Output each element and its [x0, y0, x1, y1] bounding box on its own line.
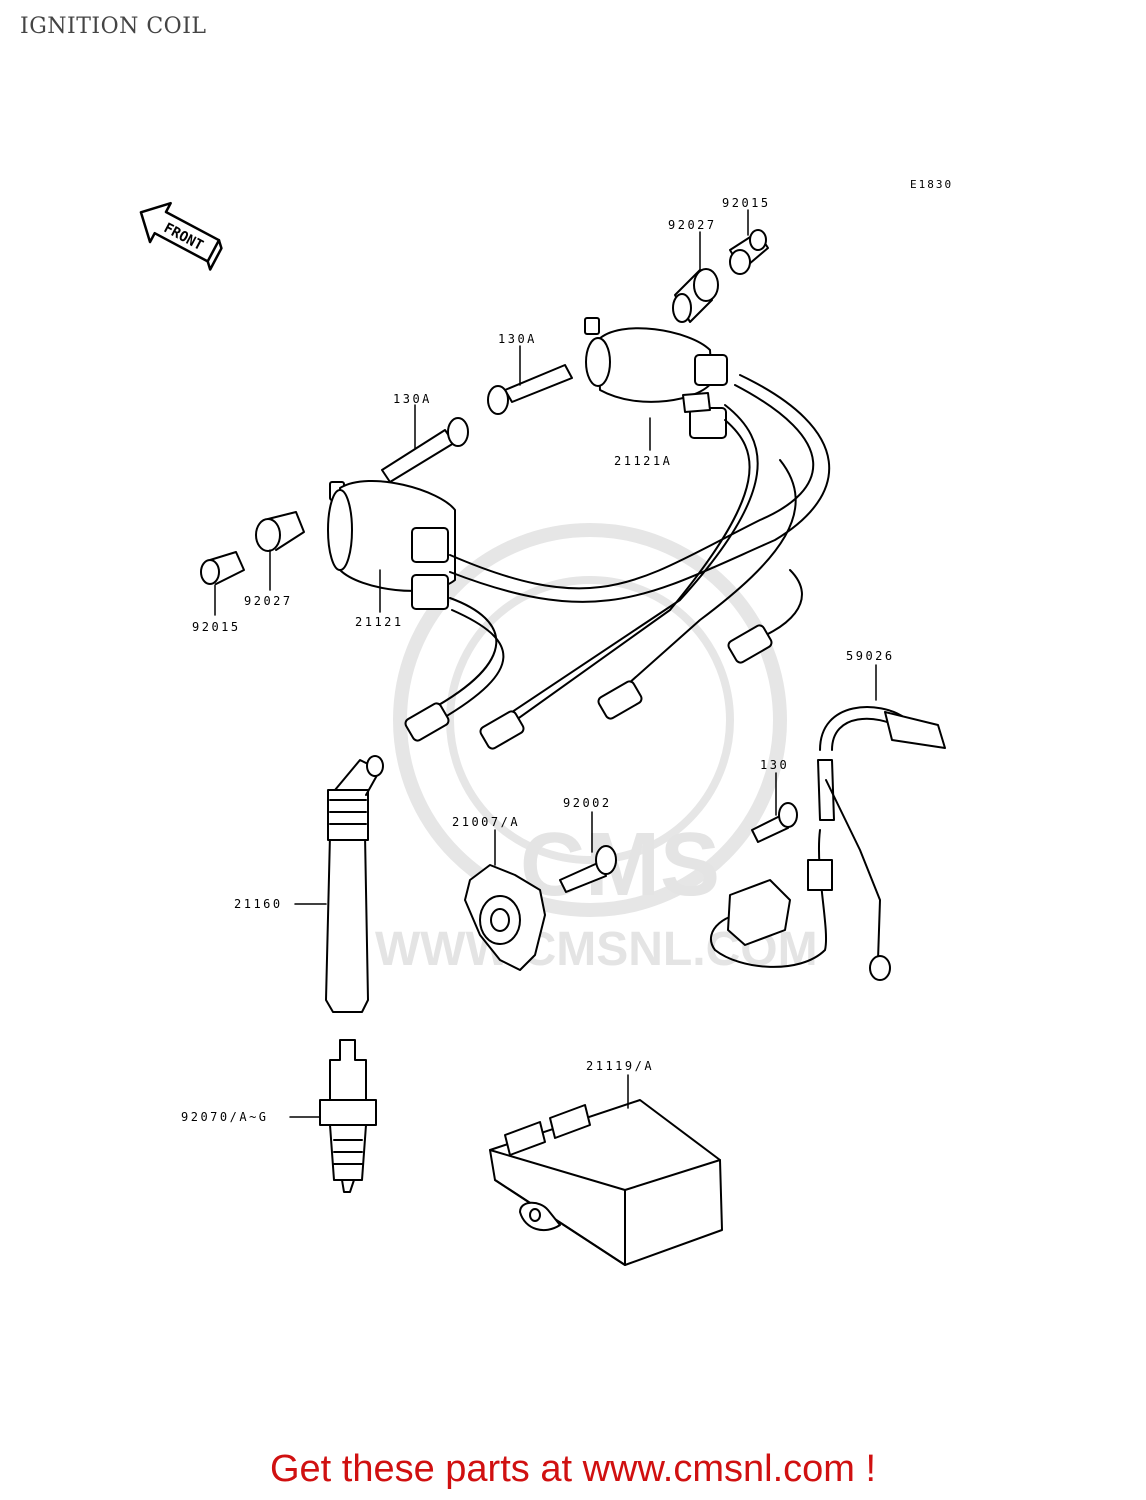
- callout-92027-top: 92027: [668, 218, 717, 232]
- callout-92070: 92070/A~G: [181, 1110, 269, 1124]
- callout-21007: 21007/A: [452, 815, 521, 829]
- callout-130a-left: 130A: [393, 392, 432, 406]
- washer-92027-left: [255, 511, 305, 552]
- callout-21160: 21160: [234, 897, 283, 911]
- callout-21121a: 21121A: [614, 454, 673, 468]
- pickup-coil-59026: [709, 706, 946, 981]
- callout-92002: 92002: [563, 796, 612, 810]
- diagram-code: E1830: [910, 178, 954, 191]
- bolt-130a-top: [487, 364, 573, 415]
- bolt-92002: [559, 845, 617, 893]
- bolt-130: [751, 802, 798, 843]
- front-arrow-icon: FRONT: [139, 201, 223, 271]
- watermark-brand: CMS: [520, 815, 720, 915]
- callout-92027-left: 92027: [244, 594, 293, 608]
- callout-21121: 21121: [355, 615, 404, 629]
- footer-link[interactable]: Get these parts at www.cmsnl.com !: [269, 1448, 877, 1490]
- callout-21119: 21119/A: [586, 1059, 655, 1073]
- callout-59026: 59026: [846, 649, 895, 663]
- callout-92015-left: 92015: [192, 620, 241, 634]
- page-title: IGNITION COIL: [20, 14, 207, 39]
- callout-92015-top: 92015: [722, 196, 771, 210]
- collar-92015-left: [200, 551, 245, 585]
- spark-plug-92070: [319, 1039, 377, 1193]
- ignition-coil-21121a: [584, 317, 728, 439]
- igniter-21119: [489, 1099, 723, 1266]
- leader-lines: [214, 209, 877, 1118]
- ignition-coil-21121: [327, 480, 456, 610]
- watermark: [393, 523, 787, 917]
- plug-cap-21160: [325, 755, 384, 1013]
- collar-92015-top: [729, 229, 769, 275]
- bolt-130a-left: [381, 417, 469, 483]
- ht-leads: [404, 374, 831, 750]
- rotor-plate-21007: [464, 864, 546, 971]
- washer-92027-top: [672, 268, 719, 323]
- callout-130: 130: [760, 758, 790, 772]
- callout-130a-top: 130A: [498, 332, 537, 346]
